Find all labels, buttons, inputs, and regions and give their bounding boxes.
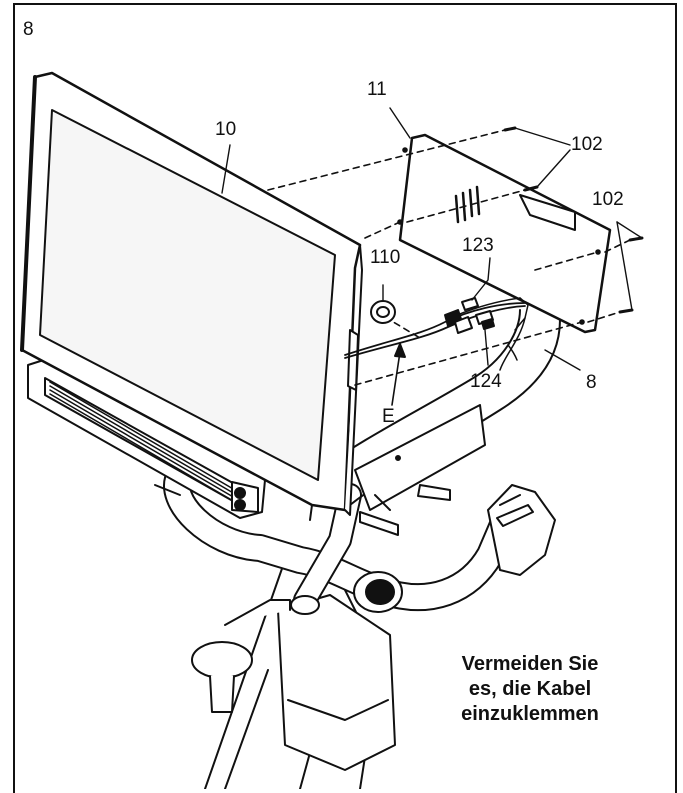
callout-110: 110 xyxy=(370,247,401,268)
callout-8: 8 xyxy=(586,372,597,393)
callout-102-right: 102 xyxy=(592,189,624,210)
callout-11: 11 xyxy=(367,79,387,100)
upright-tube xyxy=(319,309,561,536)
connector-124 xyxy=(475,310,495,330)
handlebar-grip xyxy=(487,484,556,576)
console-cover xyxy=(397,133,612,334)
handlebar-clamp xyxy=(290,571,403,615)
callout-102-top: 102 xyxy=(571,134,603,155)
connector-123 xyxy=(444,297,479,334)
callout-123: 123 xyxy=(462,235,494,256)
frame-block xyxy=(224,594,396,771)
warning-note: Vermeiden Sie es, die Kabel einzuklemmen xyxy=(432,652,628,727)
screw-102 xyxy=(503,126,644,314)
arrow-E xyxy=(391,343,406,406)
console-display xyxy=(20,71,363,521)
callout-E: E xyxy=(382,406,395,427)
grommet-110 xyxy=(370,300,396,324)
callout-10: 10 xyxy=(215,119,237,140)
step-number: 8 xyxy=(23,19,34,40)
callout-124: 124 xyxy=(470,371,502,392)
leader-lines xyxy=(221,107,643,371)
warning-line-3: einzuklemmen xyxy=(461,703,599,725)
knob xyxy=(191,641,253,713)
warning-line-2: es, die Kabel xyxy=(468,678,592,700)
warning-line-1: Vermeiden Sie xyxy=(461,653,599,675)
wire-harness xyxy=(344,297,529,371)
handlebar xyxy=(163,461,519,612)
